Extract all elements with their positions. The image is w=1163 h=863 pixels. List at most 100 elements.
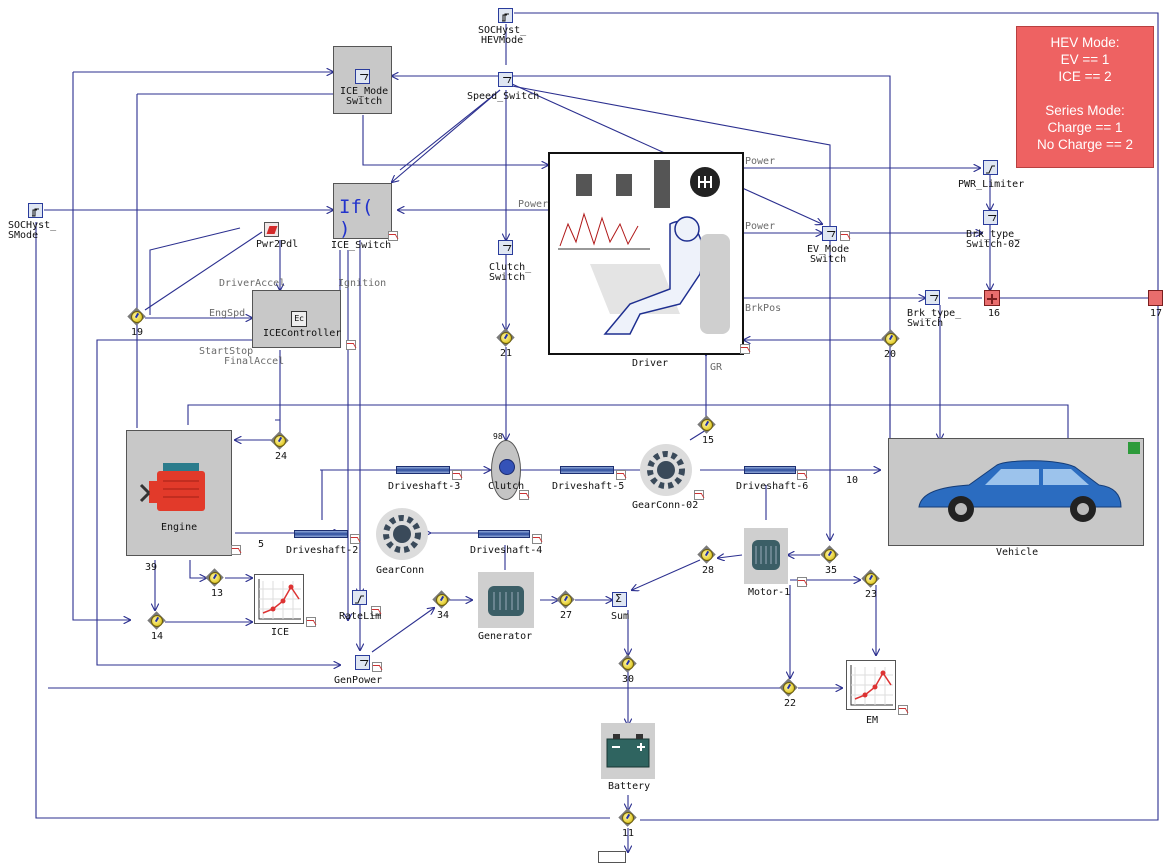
note-line-7: No Charge == 2 (1017, 136, 1153, 153)
meter-11[interactable] (619, 809, 637, 827)
driveshaft-4-label: Driveshaft-4 (470, 546, 542, 556)
meter-20-label: 20 (884, 350, 896, 360)
meter-19[interactable] (128, 308, 146, 326)
ecu-icon: Ec (291, 311, 307, 327)
hysteresis-icon (29, 206, 42, 219)
meter-14[interactable] (148, 612, 166, 630)
ice-controller-label: ICEController (263, 329, 341, 339)
port-17-label: 17 (1150, 309, 1162, 319)
note-line-2: EV == 1 (1017, 51, 1153, 68)
ice-plot-label: ICE (271, 628, 289, 638)
driveshaft-6-label: Driveshaft-6 (736, 482, 808, 492)
motor-1-block[interactable] (744, 528, 788, 584)
note-line-5: Series Mode: (1017, 102, 1153, 119)
soc-hyst-s-block[interactable] (28, 203, 43, 218)
bottom-plot-block[interactable] (598, 851, 626, 863)
pwr2pdl-block[interactable] (264, 222, 279, 237)
if-block[interactable]: If( ) (333, 183, 392, 239)
port-5-label: 5 (258, 540, 264, 550)
meter-34-label: 34 (437, 611, 449, 621)
meter-20[interactable] (882, 330, 900, 348)
motor-icon (744, 528, 788, 584)
signal-driver-accel: DriverAccel (219, 279, 285, 289)
signal-eng-spd: EngSpd (209, 309, 245, 319)
meter-35[interactable] (821, 546, 839, 564)
meter-21[interactable] (497, 329, 515, 347)
driveshaft-3-block[interactable] (396, 466, 450, 474)
speed-switch-block[interactable] (498, 72, 513, 87)
brk-type-switch-02-block[interactable] (983, 210, 998, 225)
meter-24[interactable] (271, 432, 289, 450)
soc-hyst-s-label: SOCHyst_ SMode (8, 221, 56, 241)
driveshaft-5-block[interactable] (560, 466, 614, 474)
meter-15-label: 15 (702, 436, 714, 446)
clutch-switch-block[interactable] (498, 240, 513, 255)
expand-icon[interactable] (1128, 442, 1140, 454)
plot-marker-icon (797, 577, 807, 587)
meter-34[interactable] (433, 591, 451, 609)
signal-power-mid: Power (745, 222, 775, 232)
switch-icon (355, 69, 370, 84)
meter-30-label: 30 (622, 675, 634, 685)
battery-block[interactable] (601, 723, 655, 779)
brk-type-switch-block[interactable] (925, 290, 940, 305)
em-plot-block[interactable] (846, 660, 896, 710)
driveshaft-6-block[interactable] (744, 466, 796, 474)
plot-icon (847, 661, 895, 709)
ev-mode-switch-block[interactable] (822, 226, 837, 241)
sigma-icon: Σ (615, 592, 622, 605)
limiter-icon (984, 163, 997, 176)
meter-22[interactable] (780, 679, 798, 697)
generator-block[interactable] (478, 572, 534, 628)
ratelim-block[interactable] (352, 590, 367, 605)
meter-19-label: 19 (131, 328, 143, 338)
engine-block[interactable]: Engine (126, 430, 232, 556)
plot-marker-icon (616, 470, 626, 480)
plot-marker-icon (694, 490, 704, 500)
plot-marker-icon (898, 705, 908, 715)
signal-final-accel: FinalAccel (224, 357, 284, 367)
soc-hyst-hev-label: SOCHyst_ HEVMode (478, 26, 526, 46)
plot-marker-icon (372, 662, 382, 672)
driver-label: Driver (632, 359, 668, 369)
meter-28[interactable] (698, 546, 716, 564)
meter-23-label: 23 (865, 590, 877, 600)
meter-13[interactable] (206, 569, 224, 587)
port-10-label: 10 (846, 476, 858, 486)
meter-30[interactable] (619, 655, 637, 673)
ice-mode-switch-label: ICE_Mode Switch (340, 87, 388, 107)
driver-block[interactable] (548, 152, 744, 355)
pwr-limiter-block[interactable] (983, 160, 998, 175)
plot-marker-icon (452, 470, 462, 480)
note-line-4 (1017, 85, 1153, 102)
ice-mode-switch-block[interactable]: ICE_Mode Switch (333, 46, 392, 114)
ice-controller-block[interactable]: Ec ICEController (252, 290, 341, 348)
note-line-3: ICE == 2 (1017, 68, 1153, 85)
driveshaft-2-block[interactable] (294, 530, 348, 538)
gearconn-block[interactable] (376, 508, 428, 560)
driveshaft-4-block[interactable] (478, 530, 530, 538)
pedal-icons (576, 160, 720, 208)
signal-power-top: Power (745, 157, 775, 167)
ice-switch-label: ICE_Switch (331, 241, 391, 251)
ice-plot-block[interactable] (254, 574, 304, 624)
meter-14-label: 14 (151, 632, 163, 642)
soc-hyst-hev-block[interactable] (498, 8, 513, 23)
sum-block[interactable]: Σ (612, 592, 627, 607)
meter-23[interactable] (862, 570, 880, 588)
meter-35-label: 35 (825, 566, 837, 576)
genpower-block[interactable] (355, 655, 370, 670)
gearconn-02-block[interactable] (640, 444, 692, 496)
meter-27[interactable] (557, 591, 575, 609)
clutch-label: Clutch (488, 482, 524, 492)
signal-brk-pos: BrkPos (745, 304, 781, 314)
meter-15[interactable] (698, 416, 716, 434)
clutch-switch-label: Clutch_ Switch (489, 263, 531, 283)
meter-24-label: 24 (275, 452, 287, 462)
plot-marker-icon (797, 470, 807, 480)
vehicle-block[interactable] (888, 438, 1144, 546)
plot-marker-icon (306, 617, 316, 627)
split-port-17[interactable] (1148, 290, 1163, 306)
split-port-16[interactable] (984, 290, 1000, 306)
